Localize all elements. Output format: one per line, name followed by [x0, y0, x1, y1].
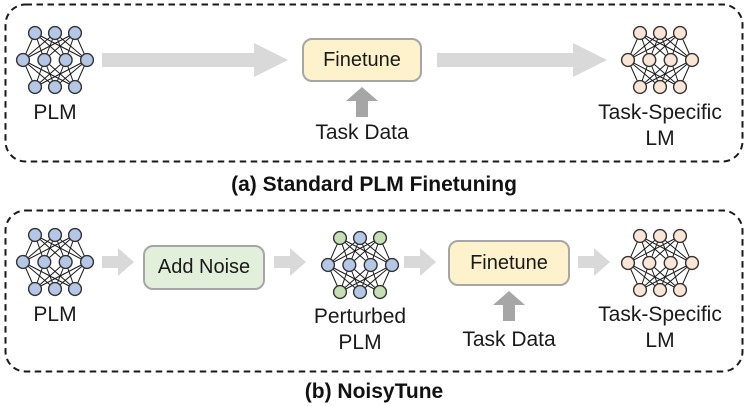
- plm-network: [15, 25, 95, 95]
- flow-arrow-right-icon: [437, 43, 607, 77]
- task-specific-lm-label: Task-Specific LM: [598, 101, 722, 150]
- small-arrow-right-icon: [274, 248, 306, 276]
- finetune-box: Finetune: [302, 38, 422, 82]
- small-arrow-right-icon: [404, 248, 436, 276]
- task-data-arrow-up-icon: [346, 87, 378, 117]
- small-arrow-right-icon: [102, 248, 134, 276]
- task-specific-lm-label: Task-Specific LM: [598, 303, 722, 352]
- finetune-box-label: Finetune: [323, 48, 401, 71]
- plm-network: [15, 227, 95, 297]
- task-data-arrow-up-icon: [493, 291, 525, 321]
- add-noise-box-label: Add Noise: [157, 256, 251, 278]
- flow-arrow-right-icon: [102, 43, 288, 77]
- task-specific-lm-network: [620, 25, 700, 95]
- panel-b-caption: (b) NoisyTune: [304, 380, 444, 403]
- task-data-label: Task Data: [462, 328, 556, 351]
- panel-a-caption: (a) Standard PLM Finetuning: [231, 173, 517, 196]
- perturbed-plm-label: Perturbed PLM: [313, 305, 407, 354]
- finetune-box: Finetune: [448, 240, 570, 286]
- perturbed-plm-network: [320, 230, 400, 300]
- plm-label: PLM: [33, 303, 77, 326]
- plm-label: PLM: [33, 101, 77, 124]
- add-noise-box: Add Noise: [143, 245, 265, 290]
- task-data-label: Task Data: [315, 121, 409, 144]
- finetune-box-label: Finetune: [470, 251, 548, 274]
- small-arrow-right-icon: [578, 248, 610, 276]
- task-specific-lm-network: [620, 228, 700, 298]
